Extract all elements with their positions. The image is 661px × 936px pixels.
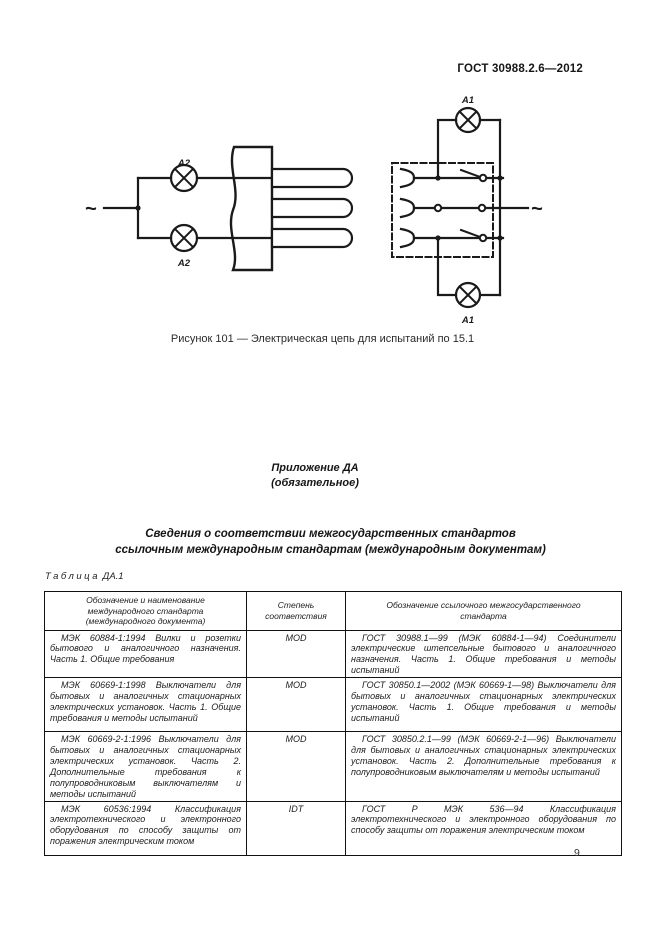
switch-blade-icon xyxy=(459,228,482,239)
cell-intl-standard: МЭК 60669-1:1998 Выключатели для бытовых… xyxy=(44,677,247,733)
cell-intl-standard: МЭК 60884-1:1994 Вилки и розетки бытовог… xyxy=(44,629,247,679)
lamp-label: А1 xyxy=(461,95,474,106)
annex-subtitle: (обязательное) xyxy=(271,477,359,489)
cell-intl-standard: МЭК 60536:1994 Классификация электротехн… xyxy=(44,800,247,856)
page-number: 9 xyxy=(574,847,580,859)
section-heading: Сведения о соответствии межгосударственн… xyxy=(0,527,661,558)
table-label-word: Таблица xyxy=(45,571,100,582)
annex-title: Приложение ДА xyxy=(271,462,359,474)
col-header-degree: Степень соответствия xyxy=(246,591,346,631)
table-label: Таблица ДА.1 xyxy=(45,571,124,582)
doc-header: ГОСТ 30988.2.6—2012 xyxy=(457,63,583,75)
socket-test-circuit: ~ А1 А1 xyxy=(391,95,543,326)
ac-source-icon: ~ xyxy=(531,198,543,220)
cell-intl-standard: МЭК 60669-2-1:1996 Выключатели для бытов… xyxy=(44,731,247,802)
terminal xyxy=(477,203,487,213)
table-row: МЭК 60884-1:1994 Вилки и розетки бытовог… xyxy=(44,629,622,679)
lamp-label: А2 xyxy=(177,158,191,169)
figure-caption: Рисунок 101 — Электрическая цепь для исп… xyxy=(170,333,475,345)
socket-contact-icon xyxy=(399,167,416,249)
heading-line-2: ссылочным международным стандартам (межд… xyxy=(115,543,546,556)
switch-blade-icon xyxy=(459,168,482,179)
cell-degree: MOD xyxy=(246,677,346,733)
junction-dot xyxy=(135,205,141,211)
switch-terminal xyxy=(478,233,488,243)
table-row: МЭК 60669-2-1:1996 Выключатели для бытов… xyxy=(44,731,622,802)
table-row: МЭК 60536:1994 Классификация электротехн… xyxy=(44,800,622,856)
table-label-number: ДА.1 xyxy=(102,571,124,582)
plug-pins-icon xyxy=(270,167,354,249)
cell-gost-standard: ГОСТ 30850.2.1—99 (МЭК 60669-2-1—96) Вык… xyxy=(345,731,622,802)
ac-source-icon: ~ xyxy=(85,198,97,220)
annex-heading: Приложение ДА (обязательное) xyxy=(0,461,630,491)
cell-degree: MOD xyxy=(246,731,346,802)
col-header-intl-standard: Обозначение и наименование международног… xyxy=(44,591,247,631)
junction-dot xyxy=(497,235,503,241)
lamp-label: А2 xyxy=(177,258,191,269)
cell-gost-standard: ГОСТ Р МЭК 536—94 Классификация электрот… xyxy=(345,800,622,856)
indicator-lamp-icon xyxy=(454,106,482,134)
circuit-diagram: ~ А2 А2 xyxy=(85,95,543,326)
plug-body xyxy=(229,145,274,272)
cell-degree: IDT xyxy=(246,800,346,856)
correspondence-table: Обозначение и наименование международног… xyxy=(44,591,622,856)
cell-gost-standard: ГОСТ 30850.1—2002 (МЭК 60669-1—98) Выклю… xyxy=(345,677,622,733)
switch-terminal xyxy=(478,173,488,183)
table-header-row: Обозначение и наименование международног… xyxy=(44,591,622,631)
heading-line-1: Сведения о соответствии межгосударственн… xyxy=(145,528,516,540)
socket-outline xyxy=(391,162,494,258)
plug-test-circuit: ~ А2 А2 xyxy=(85,145,354,272)
junction-dot xyxy=(497,175,503,181)
cell-degree: MOD xyxy=(246,629,346,679)
terminal xyxy=(433,203,443,213)
indicator-lamp-icon xyxy=(169,223,199,253)
col-header-gost-standard: Обозначение ссылочного межгосударственно… xyxy=(345,591,622,631)
lamp-label: А1 xyxy=(461,315,474,326)
indicator-lamp-icon xyxy=(454,281,482,309)
table-row: МЭК 60669-1:1998 Выключатели для бытовых… xyxy=(44,677,622,733)
cell-gost-standard: ГОСТ 30988.1—99 (МЭК 60884-1—94) Соедини… xyxy=(345,629,622,679)
